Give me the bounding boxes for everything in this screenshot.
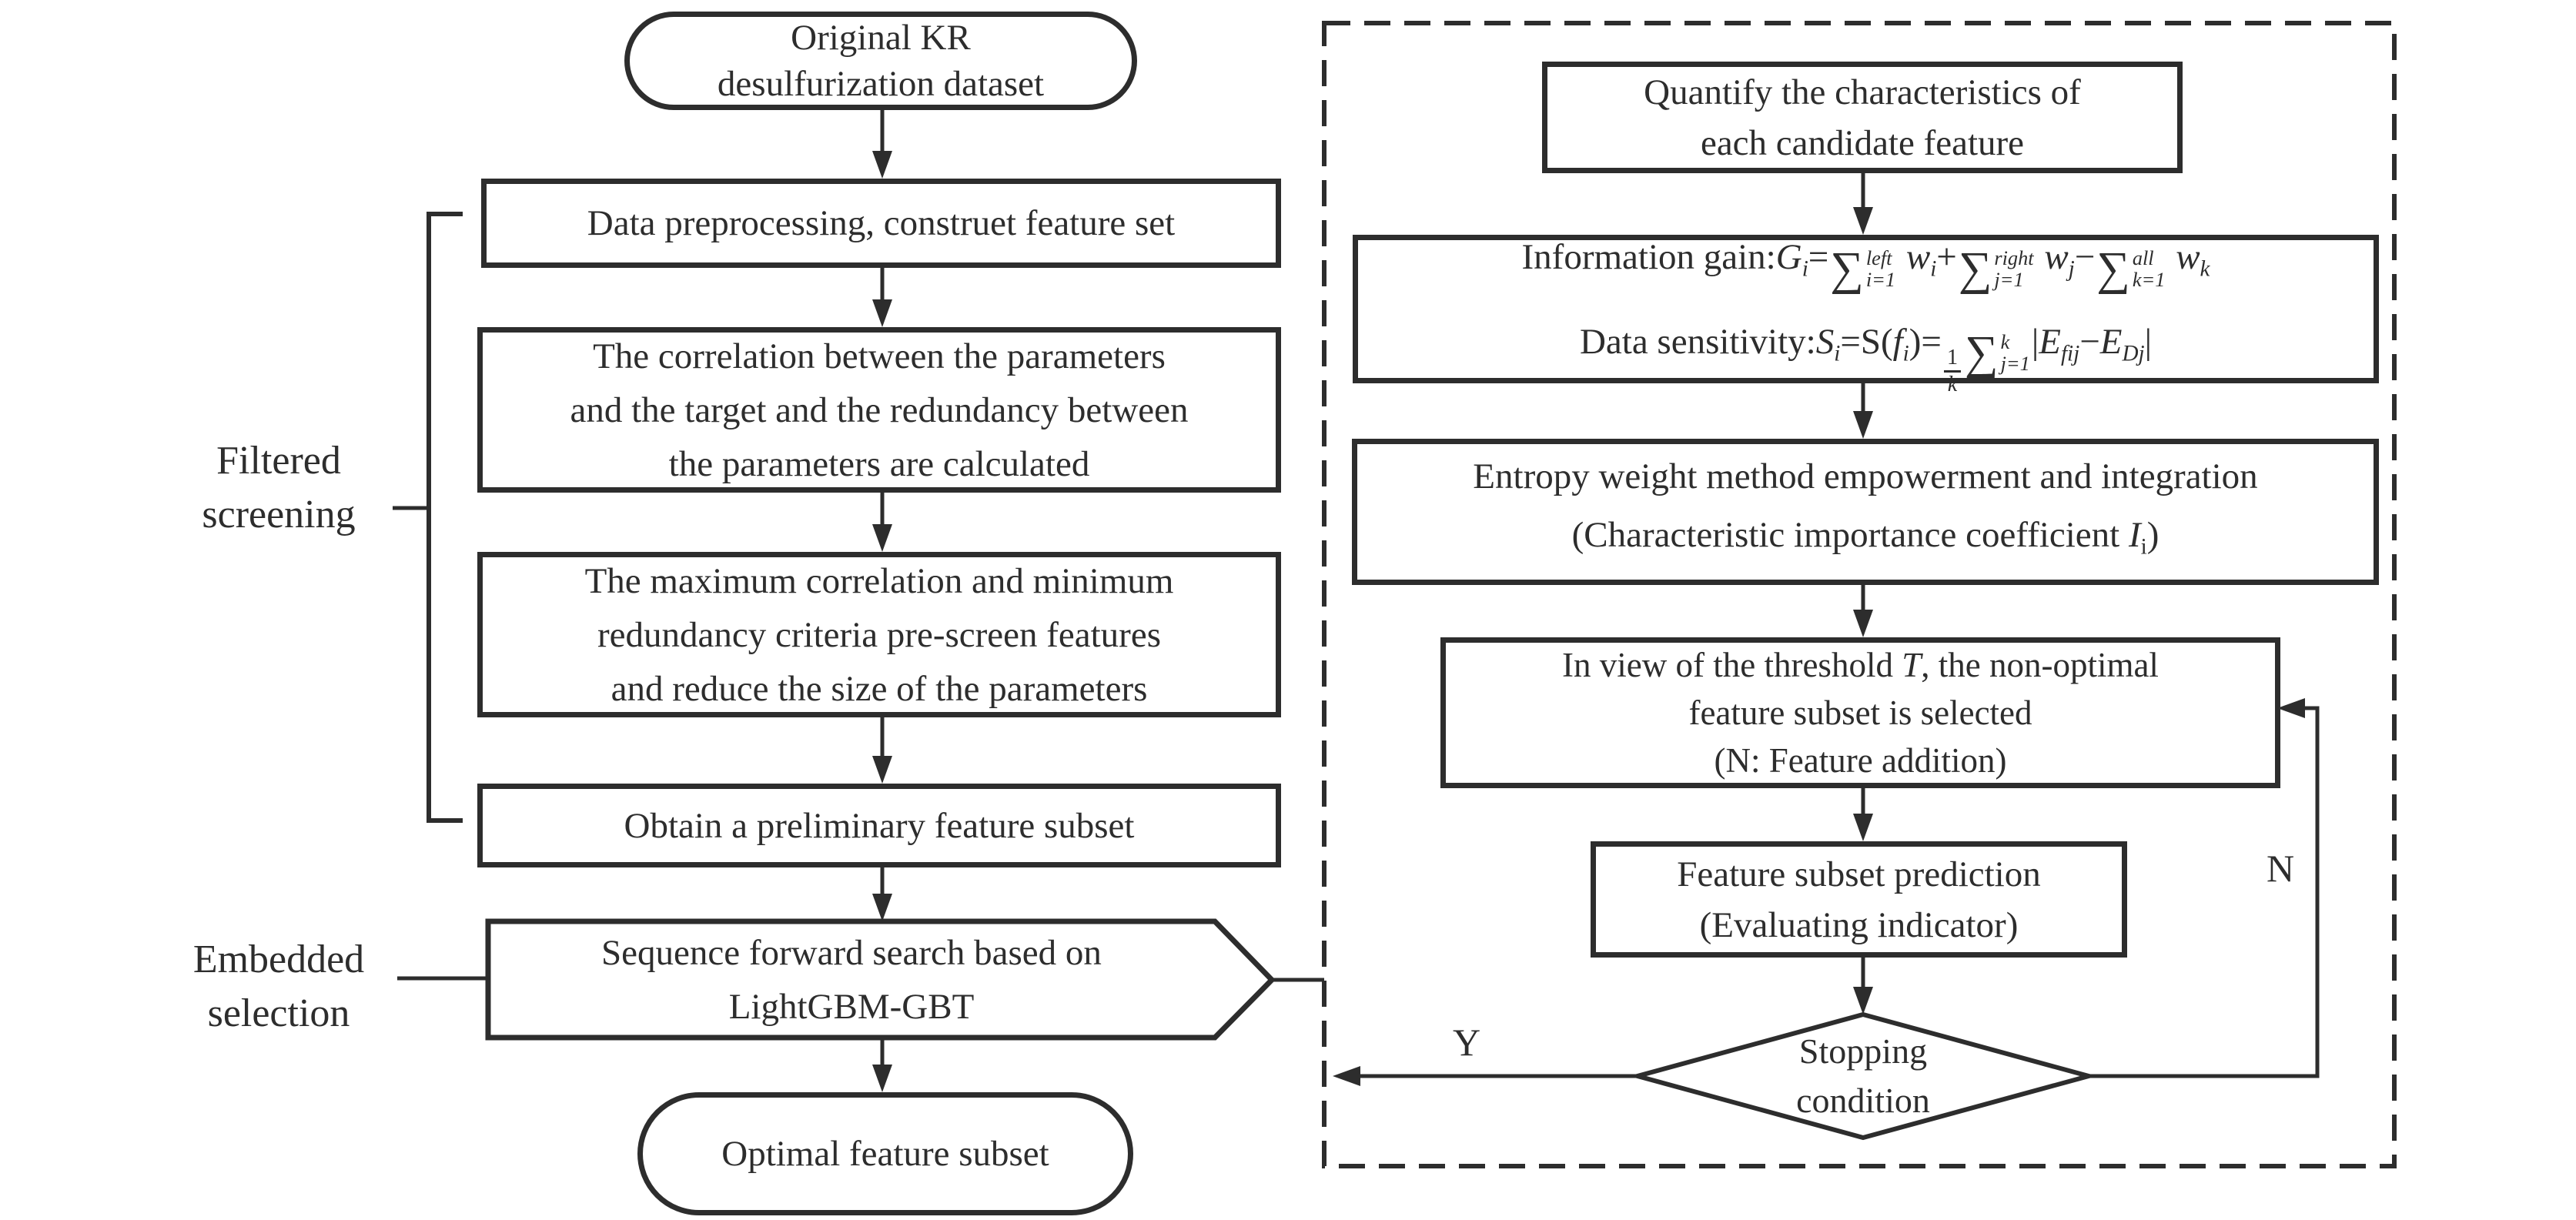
arrow-threshold-to-predict: [1853, 788, 1873, 841]
no-branch-label: N: [2256, 844, 2305, 893]
quantify-box-line: Quantify the characteristics of: [1644, 72, 2081, 112]
filtered-screening-line: screening: [202, 493, 356, 536]
stop-diamond-line: Stopping: [1798, 1031, 1928, 1071]
stop-diamond-text: Stopping condition: [1725, 1025, 2002, 1127]
criteria-box: The maximum correlation and minimum redu…: [477, 552, 1281, 717]
arrow-entropy-to-threshold: [1853, 585, 1873, 637]
criteria-box-line: and reduce the size of the parameters: [611, 668, 1148, 709]
threshold-box-line: (N: Feature addition): [1714, 741, 2007, 780]
criteria-box-line: redundancy criteria pre-screen features: [597, 614, 1161, 655]
search-hexagon-line: LightGBM-GBT: [728, 986, 975, 1027]
stop-diamond-shape: [1628, 1011, 2098, 1141]
subset-box-line: Obtain a preliminary feature subset: [624, 805, 1135, 846]
entropy-box-line: Entropy weight method empowerment and in…: [1473, 456, 2258, 497]
yes-text: Y: [1452, 1021, 1481, 1064]
end-oval-line: Optimal feature subset: [721, 1134, 1049, 1174]
filtered-screening-line: Filtered: [216, 439, 341, 483]
dashed-region-border: [1322, 21, 2397, 1168]
threshold-box-line: In view of the threshold T, the non-opti…: [1562, 646, 2159, 684]
correlation-box-line: The correlation between the parameters: [593, 336, 1166, 376]
search-hexagon-shape: [485, 918, 1276, 1041]
search-hexagon-text: Sequence forward search based on LightGB…: [488, 921, 1215, 1038]
arrow-search-to-end: [872, 1038, 892, 1092]
correlation-box-line: the parameters are calculated: [668, 443, 1090, 484]
quantify-box-line: each candidate feature: [1700, 122, 2025, 163]
arrow-quantify-to-formula: [1853, 173, 1873, 235]
search-hexagon-line: Sequence forward search based on: [601, 932, 1102, 973]
filtered-screening-label: Filtered screening: [140, 433, 417, 543]
yes-branch-label: Y: [1444, 1018, 1490, 1067]
subset-box: Obtain a preliminary feature subset: [477, 784, 1281, 867]
correlation-box-line: and the target and the redundancy betwee…: [570, 389, 1189, 430]
stop-diamond-line: condition: [1796, 1081, 1930, 1120]
end-oval: Optimal feature subset: [637, 1092, 1133, 1215]
embedded-selection-label: Embedded selection: [140, 932, 417, 1041]
predict-box-line: (Evaluating indicator): [1699, 904, 2019, 945]
criteria-box-line: The maximum correlation and minimum: [584, 560, 1174, 601]
quantify-box: Quantify the characteristics of each can…: [1542, 62, 2183, 173]
arrow-start-to-preprocess: [872, 110, 892, 179]
preprocess-box-line: Data preprocessing, construet feature se…: [587, 203, 1176, 243]
start-oval: Original KR desulfurization dataset: [624, 12, 1137, 110]
arrow-stop-yes-exit: [1333, 1066, 1638, 1086]
no-text: N: [2266, 847, 2295, 890]
filtered-bracket: [393, 212, 463, 823]
arrow-preprocess-to-correlation: [872, 268, 892, 327]
embedded-selection-line: selection: [207, 991, 350, 1035]
arrow-correlation-to-criteria: [872, 493, 892, 552]
entropy-box-line: (Characteristic importance coefficient I…: [1571, 515, 2159, 560]
start-oval-line: Original KR: [791, 18, 971, 58]
embedded-selection-line: Embedded: [192, 938, 365, 981]
predict-box-line: Feature subset prediction: [1677, 854, 2041, 894]
arrow-stop-no-feedback: [2089, 698, 2320, 1078]
threshold-box-line: feature subset is selected: [1688, 694, 2032, 732]
arrow-predict-to-stop: [1853, 958, 1873, 1014]
start-oval-line: desulfurization dataset: [717, 64, 1045, 104]
preprocess-box: Data preprocessing, construet feature se…: [481, 179, 1281, 268]
threshold-box: In view of the threshold T, the non-opti…: [1440, 637, 2280, 788]
arrow-formula-to-entropy: [1853, 383, 1873, 439]
correlation-box: The correlation between the parameters a…: [477, 327, 1281, 493]
arrow-criteria-to-subset: [872, 717, 892, 784]
predict-box: Feature subset prediction (Evaluating in…: [1591, 841, 2127, 958]
arrow-subset-to-search: [872, 867, 892, 921]
entropy-box: Entropy weight method empowerment and in…: [1352, 439, 2379, 585]
